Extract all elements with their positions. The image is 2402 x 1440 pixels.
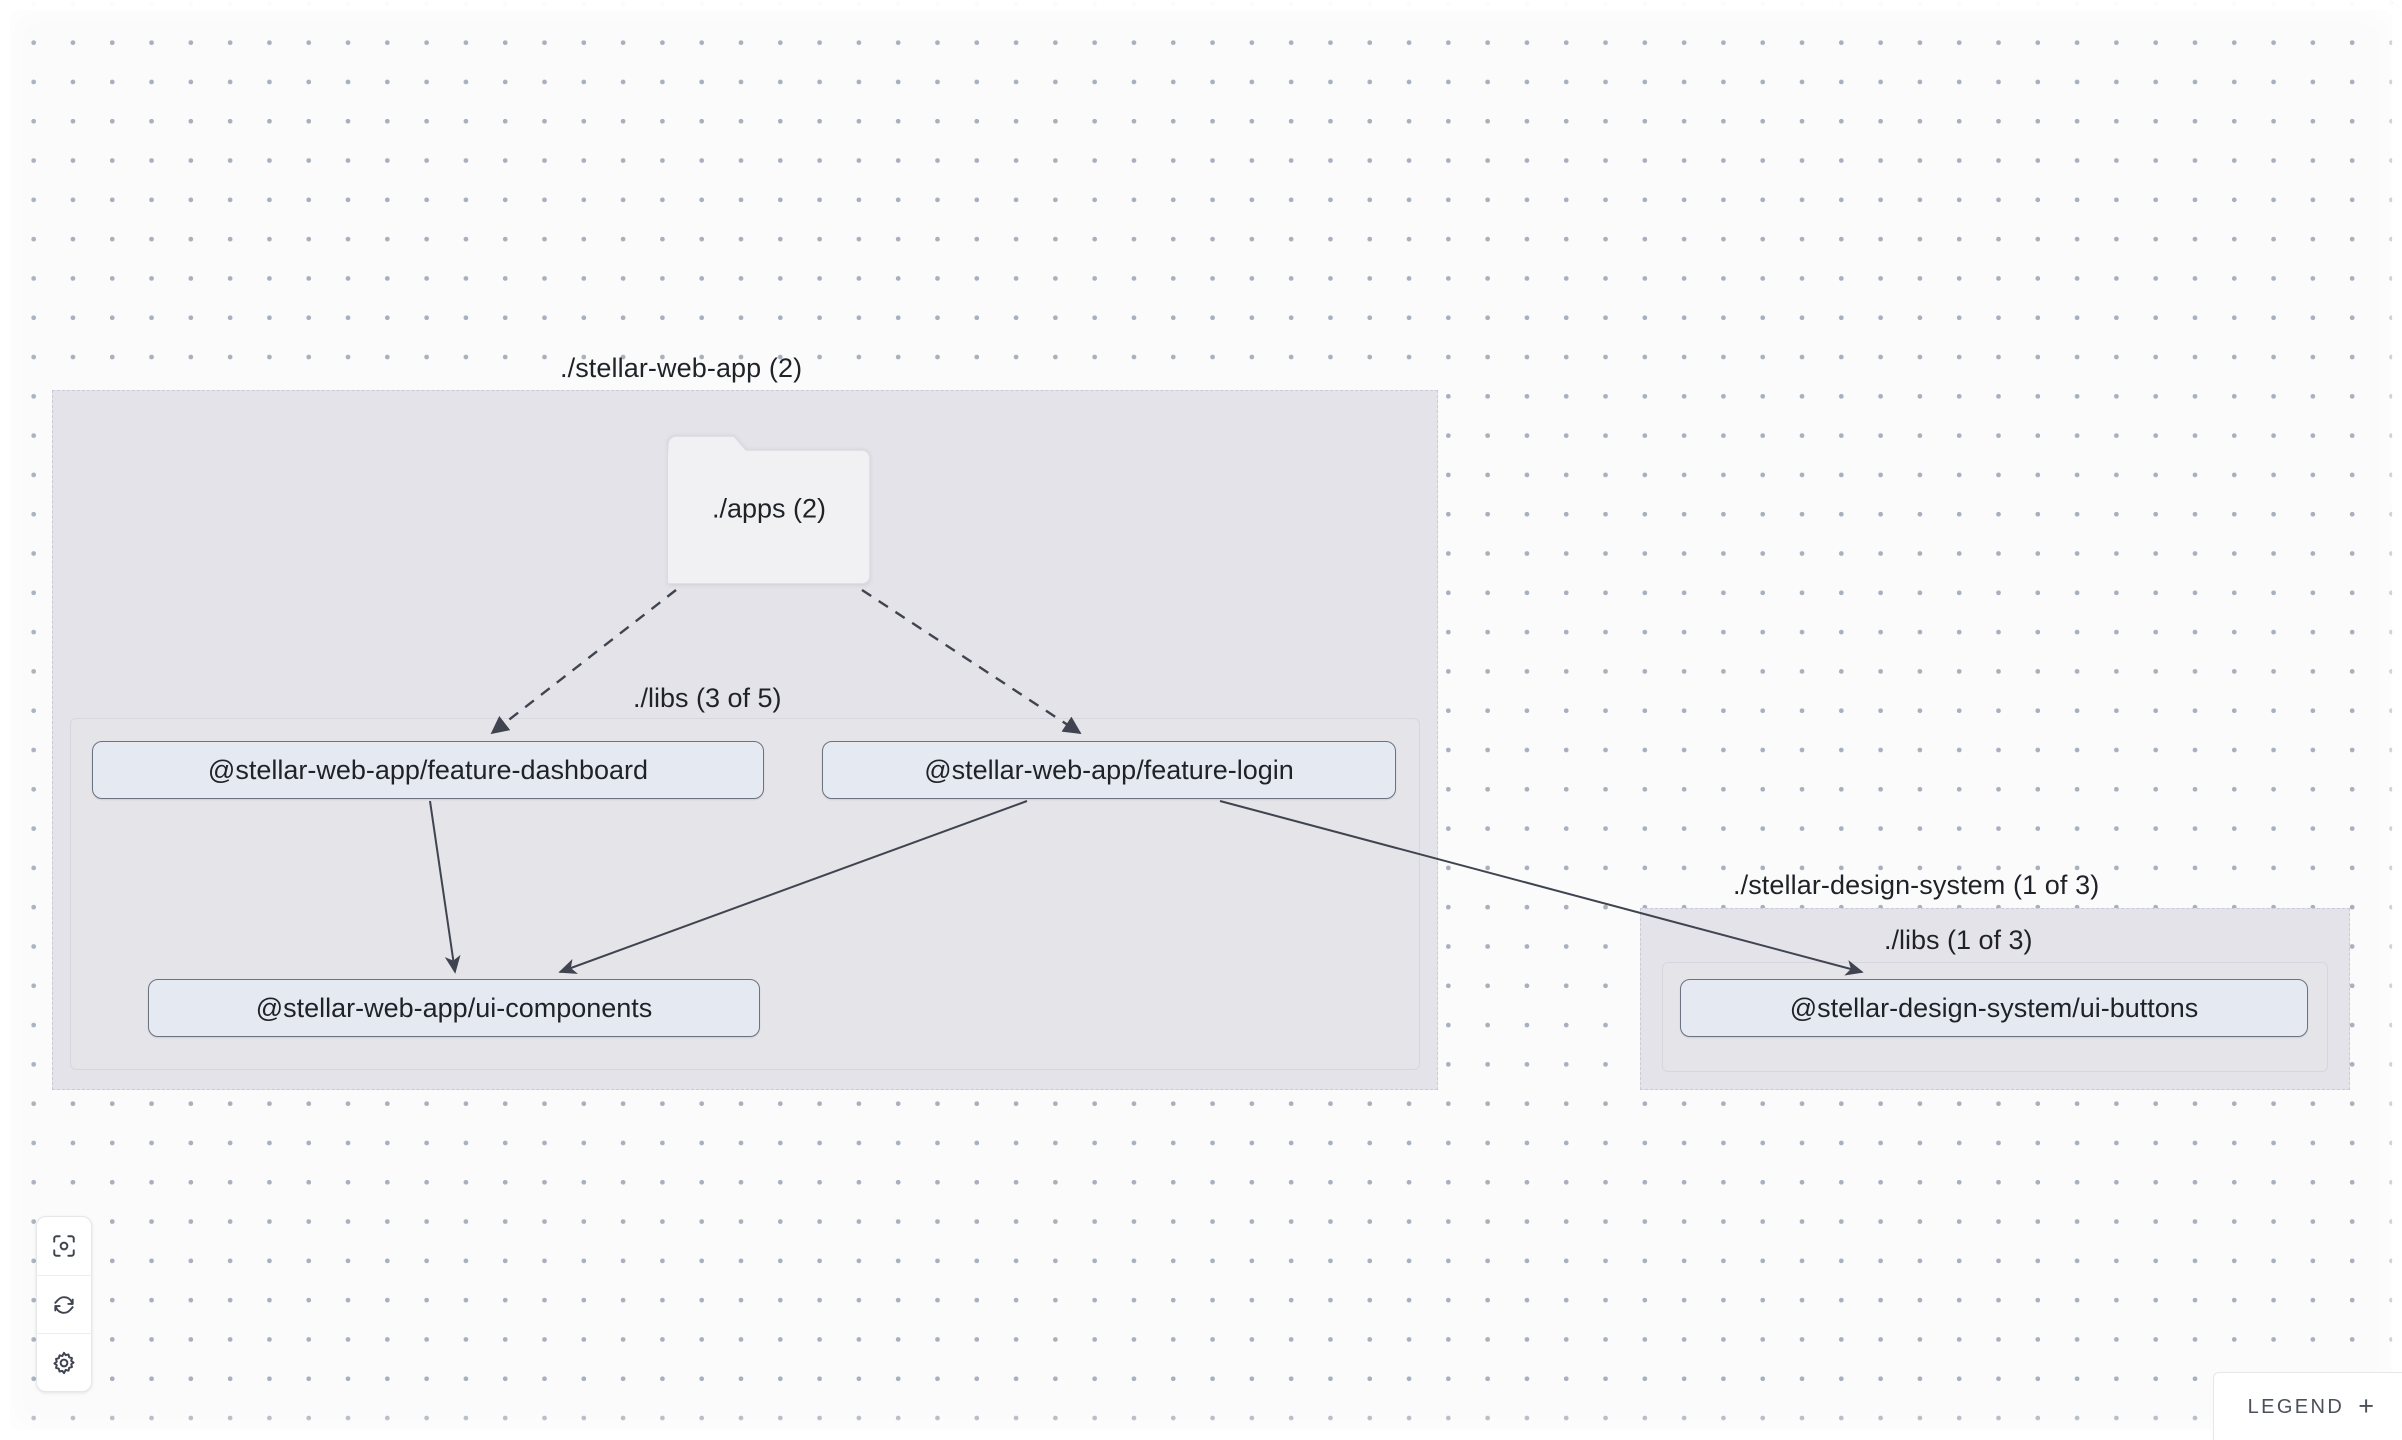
lib-node-label-ui-buttons: @stellar-design-system/ui-buttons <box>1789 992 2199 1023</box>
folder-node-apps[interactable]: ./apps (2) <box>668 432 870 584</box>
lib-node-ui-components[interactable]: @stellar-web-app/ui-components <box>148 979 760 1037</box>
legend-panel-toggle[interactable]: LEGEND + <box>2212 1372 2402 1440</box>
dir-group-label-web-app-libs: ./libs (3 of 5) <box>633 683 782 713</box>
gear-icon <box>53 1351 75 1374</box>
lib-node-label-feature-dashboard: @stellar-web-app/feature-dashboard <box>207 754 649 785</box>
dir-group-label-design-system-libs: ./libs (1 of 3) <box>1884 925 2033 955</box>
refresh-graph-button[interactable] <box>37 1275 91 1333</box>
lib-node-label-feature-login: @stellar-web-app/feature-login <box>924 754 1294 785</box>
lib-node-feature-dashboard[interactable]: @stellar-web-app/feature-dashboard <box>92 741 764 799</box>
graph-control-panel <box>36 1216 92 1392</box>
refresh-sync-icon <box>54 1295 74 1314</box>
lib-node-feature-login[interactable]: @stellar-web-app/feature-login <box>822 741 1396 799</box>
dir-group-design-system-libs[interactable] <box>1662 962 2328 1072</box>
focus-target-icon <box>53 1235 75 1257</box>
focus-graph-button[interactable] <box>37 1217 91 1275</box>
legend-expand-icon: + <box>2358 1391 2374 1421</box>
lib-node-label-ui-components: @stellar-web-app/ui-components <box>255 992 653 1023</box>
folder-shape-icon <box>668 435 870 584</box>
legend-label: LEGEND <box>2247 1395 2345 1418</box>
project-group-label-stellar-design-system: ./stellar-design-system (1 of 3) <box>1733 870 2100 900</box>
project-group-label-stellar-web-app: ./stellar-web-app (2) <box>560 353 803 383</box>
lib-node-ui-buttons[interactable]: @stellar-design-system/ui-buttons <box>1680 979 2308 1037</box>
graph-settings-button[interactable] <box>37 1333 91 1391</box>
